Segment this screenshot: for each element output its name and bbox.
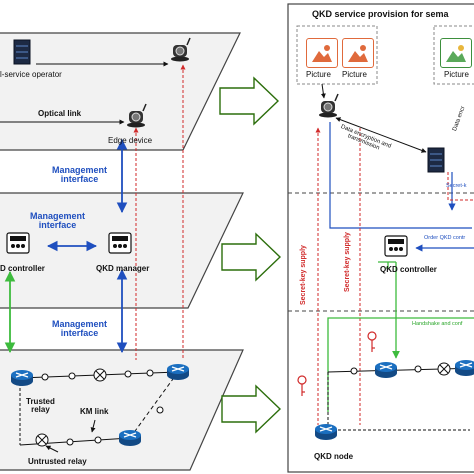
picture-label-2: Picture bbox=[342, 70, 367, 79]
right-panel-frame bbox=[287, 3, 474, 473]
trusted-relay-node bbox=[35, 433, 49, 447]
trusted-relay-label: Trusted relay bbox=[26, 397, 55, 414]
picture-label-1: Picture bbox=[306, 70, 331, 79]
qkd-node-label: QKD node bbox=[314, 452, 354, 461]
layer-arrow-bottom bbox=[221, 384, 282, 434]
picture-icon-3 bbox=[440, 38, 472, 68]
qkd-plane bbox=[0, 349, 244, 471]
service-operator-server-icon bbox=[13, 39, 31, 65]
data-encryption-arrow bbox=[335, 117, 427, 153]
secret-key-supply-1: Secret-key supply bbox=[300, 245, 307, 305]
secret-key-line-3 bbox=[447, 172, 474, 201]
qkd-router-2 bbox=[166, 363, 190, 381]
service-plane bbox=[0, 32, 241, 151]
qkd-node-router bbox=[314, 423, 338, 441]
qkd-manager-icon bbox=[108, 232, 132, 254]
right-relay-node bbox=[437, 362, 451, 376]
picture-label-3: Picture bbox=[444, 70, 469, 79]
pictures-dashed-box-1 bbox=[296, 25, 378, 85]
qkd-controller-right-icon bbox=[384, 235, 408, 257]
key-icon-2 bbox=[367, 331, 377, 352]
layer-arrow-top bbox=[219, 76, 280, 126]
right-router-1 bbox=[374, 361, 398, 379]
qkd-controller-right-label: QKD controller bbox=[380, 265, 437, 274]
green-loop bbox=[386, 262, 389, 269]
secret-key-supply-2: Secret-key supply bbox=[344, 232, 351, 292]
right-router-2 bbox=[454, 359, 474, 377]
order-qkd-label: Order QKD contr bbox=[424, 235, 466, 241]
mgmt-interface-mid-label: Management interface bbox=[30, 211, 86, 230]
pictures-dashed-box-2 bbox=[433, 25, 474, 85]
untrusted-relay-node bbox=[93, 368, 107, 382]
qkd-controller-label: D controller bbox=[0, 264, 45, 273]
right-panel-title: QKD service provision for sema bbox=[312, 9, 449, 19]
green-handshake-line bbox=[327, 317, 474, 412]
layer-arrow-mid bbox=[221, 232, 282, 282]
key-icon-1 bbox=[297, 375, 307, 396]
picture-icon-1 bbox=[306, 38, 338, 68]
qkd-router-3 bbox=[118, 429, 142, 447]
service-operator-label: l-service operator bbox=[0, 70, 62, 79]
picture-icon-2 bbox=[342, 38, 374, 68]
km-link-label: KM link bbox=[80, 407, 109, 416]
qkd-router-1 bbox=[10, 369, 34, 387]
server-right-icon bbox=[427, 147, 445, 173]
mgmt-interface-top-label: Management interface bbox=[52, 165, 108, 184]
handshake-label: Handshake and conf bbox=[412, 321, 463, 327]
untrusted-relay-label: Untrusted relay bbox=[28, 457, 87, 466]
optical-link-label: Optical link bbox=[38, 109, 82, 118]
qkd-controller-icon bbox=[6, 232, 30, 254]
qkd-manager-label: QKD manager bbox=[96, 264, 150, 273]
blue-line-right bbox=[329, 122, 472, 229]
mgmt-interface-bottom-label: Management interface bbox=[52, 319, 108, 338]
edge-device-label: Edge device bbox=[108, 136, 153, 145]
secret-key-partial: Secret-k bbox=[446, 183, 467, 189]
